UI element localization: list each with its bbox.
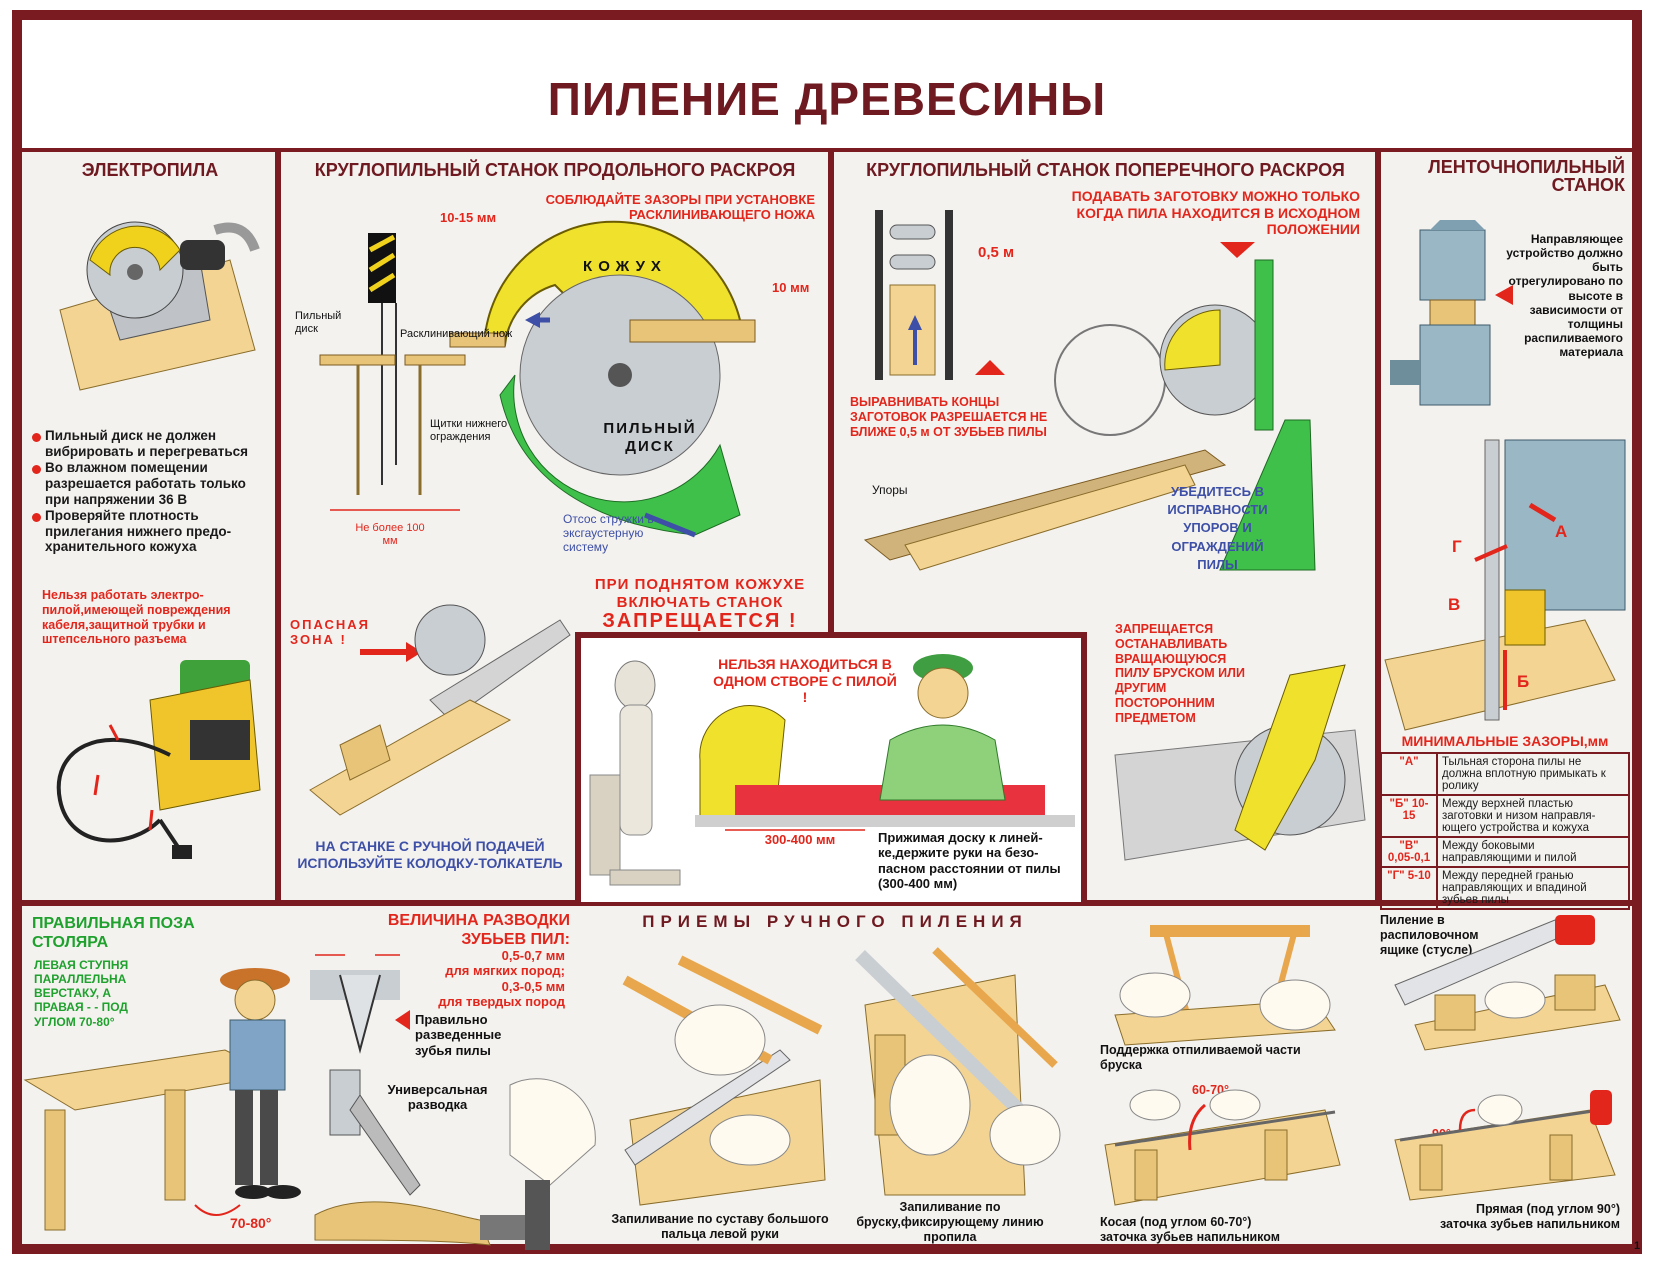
miter-box-illustration	[1394, 915, 1621, 1051]
manual-sharpening-1	[1104, 1089, 1341, 1206]
center-illustration	[589, 654, 1075, 886]
set-soft-value: 0,5-0,7 мм	[501, 948, 565, 963]
gap-key: "Б" 10-15	[1380, 794, 1438, 838]
carpenter-illustration	[23, 968, 301, 1231]
pusher-note: НА СТАНКЕ С РУЧНОЙ ПОДАЧЕЙ ИСПОЛЬЗУЙТЕ К…	[297, 838, 563, 871]
label-shields: Щитки нижнего ограждения	[430, 418, 508, 443]
table-row: "А"Тыльная сторона пилы не должна вплотн…	[1380, 752, 1630, 796]
rip-saw-heading: КРУГЛОПИЛЬНЫЙ СТАНОК ПРОДОЛЬНОГО РАСКРОЯ	[314, 160, 796, 180]
posture-angle: 70-80°	[230, 1215, 272, 1231]
manual-caption-1: Запиливание по суставу большого пальца л…	[611, 1212, 829, 1241]
electrosaw-illustration	[59, 221, 260, 391]
align-note: ВЫРАВНИВАТЬ КОНЦЫ ЗАГОТОВОК РАЗРЕШАЕТСЯ …	[850, 395, 1048, 439]
posture-note: ЛЕВАЯ СТУПНЯ ПАРАЛЛЕЛЬНА ВЕРСТАКУ, А ПРА…	[34, 958, 129, 1029]
gap-text: Между боковыми направляющими и пилой	[1436, 836, 1630, 868]
page-title: ПИЛЕНИЕ ДРЕВЕСИНЫ	[547, 73, 1107, 125]
divider	[828, 150, 834, 638]
gap-key: "В" 0,05-0,1	[1380, 836, 1438, 868]
stop-saw-illustration	[1114, 664, 1366, 861]
manual-sawing-1	[622, 955, 826, 1206]
guard-word: КОЖУХ	[583, 258, 667, 275]
letter-a: А	[1555, 522, 1568, 541]
tool-label: Универсальная разводка	[387, 1082, 488, 1113]
line-note: НЕЛЬЗЯ НАХОДИТЬСЯ В ОДНОМ СТВОРЕ С ПИЛОЙ…	[713, 656, 897, 706]
dim-300-400: 300-400 мм	[764, 832, 836, 847]
manual-sawing-2	[855, 947, 1061, 1196]
posture-heading: ПРАВИЛЬНАЯ ПОЗА СТОЛЯРА	[32, 915, 195, 951]
band-saw-guides	[1384, 439, 1626, 731]
title-bar: ПИЛЕНИЕ ДРЕВЕСИНЫ	[22, 20, 1632, 148]
dim-10: 10 мм	[772, 280, 810, 295]
stops-label: Упоры	[872, 483, 908, 497]
divider	[22, 900, 1632, 906]
raised-guard-note: ПРИ ПОДНЯТОМ КОЖУХЕ ВКЛЮЧАТЬ СТАНОК	[594, 576, 806, 611]
band-guide-note: Направляющее устройство должно быть отре…	[1506, 232, 1623, 360]
cross-saw-diagram	[863, 210, 1316, 571]
divider	[275, 150, 281, 902]
teeth-label: Правильно разведенные зубья пилы	[415, 1012, 502, 1058]
letter-b: Б	[1517, 672, 1530, 691]
rip-saw-gap-note: СОБЛЮДАЙТЕ ЗАЗОРЫ ПРИ УСТАНОВКЕ РАСКЛИНИ…	[545, 192, 815, 223]
divider	[1375, 150, 1381, 902]
manual-sharpening-2	[1394, 1090, 1616, 1201]
chip-note: Отсос стружки в эксгаустерную систему	[563, 512, 654, 555]
stop-forbidden-note: ЗАПРЕЩАЕТСЯ ОСТАНАВЛИВАТЬ ВРАЩАЮЩУЮСЯ ПИ…	[1115, 622, 1245, 725]
manual-caption-2: Запиливание по бруску,фиксирующему линию…	[856, 1200, 1044, 1244]
label-max100: Не более 100 мм	[355, 522, 425, 547]
dim-05: 0,5 м	[978, 244, 1015, 261]
band-saw-heading: ЛЕНТОЧНОПИЛЬНЫЙ СТАНОК	[1428, 157, 1625, 195]
electrosaw-rule: Проверяйте плотность прилегания нижнего …	[32, 508, 272, 556]
hands-note: Прижимая доску к линей-ке,держите руки н…	[878, 830, 1061, 891]
set-heading: ВЕЛИЧИНА РАЗВОДКИ ЗУБЬЕВ ПИЛ:	[387, 912, 570, 948]
check-note: УБЕДИТЕСЬ В ИСПРАВНОСТИ УПОРОВ И ОГРАЖДЕ…	[1167, 484, 1268, 572]
set-teeth-diagram	[310, 954, 410, 1054]
electrosaw-rule: Пильный диск не должен вибрировать и пер…	[32, 428, 272, 460]
electrosaw-cable-illustration	[56, 660, 261, 859]
electrosaw-heading: ЭЛЕКТРОПИЛА	[81, 160, 219, 180]
electrosaw-rule: Во влажном помещении разрешается работат…	[32, 460, 272, 508]
disk-word: ПИЛЬНЫЙ ДИСК	[603, 420, 697, 455]
manual-caption-5: Пиление в распиловочном ящике (стусле)	[1380, 913, 1479, 957]
danger-zone: ОПАСНАЯ ЗОНА !	[290, 617, 371, 648]
feed-note: ПОДАВАТЬ ЗАГОТОВКУ МОЖНО ТОЛЬКО КОГДА ПИ…	[1071, 188, 1360, 238]
label-disk: Пильный диск	[295, 310, 342, 335]
gaps-table: "А"Тыльная сторона пилы не должна вплотн…	[1380, 752, 1630, 910]
electrosaw-warning: Нельзя работать электро-пилой,имеющей по…	[42, 588, 231, 647]
forbidden-note: ЗАПРЕЩАЕТСЯ !	[602, 610, 798, 632]
cross-saw-heading: КРУГЛОПИЛЬНЫЙ СТАНОК ПОПЕРЕЧНОГО РАСКРОЯ	[866, 160, 1345, 180]
set-soft: 0,5-0,7 мм для мягких пород; 0,3-0,5 мм …	[400, 948, 565, 1009]
gaps-heading: МИНИМАЛЬНЫЕ ЗАЗОРЫ,мм	[1401, 733, 1609, 749]
set-tool-illustration	[314, 1069, 596, 1250]
gap-text: Между передней гранью направляющих и впа…	[1436, 866, 1630, 910]
manual-heading: ПРИЕМЫ РУЧНОГО ПИЛЕНИЯ	[642, 912, 1028, 931]
pusher-illustration	[309, 604, 571, 816]
set-hard-value: 0,3-0,5 мм	[501, 978, 565, 994]
gap-text: Между верхней пластью заготовки и низом …	[1436, 794, 1630, 838]
gap-key: "Г" 5-10	[1380, 866, 1438, 910]
set-soft-label: для мягких пород;	[445, 963, 565, 979]
page-number: 1	[1634, 1240, 1641, 1252]
dim-10-15: 10-15 мм	[440, 210, 497, 225]
manual-caption-6: Прямая (под углом 90°) заточка зубьев на…	[1440, 1202, 1620, 1231]
center-box	[575, 632, 1087, 902]
label-knife: Расклинивающий нож	[400, 328, 513, 340]
manual-caption-4: Косая (под углом 60-70°) заточка зубьев …	[1100, 1215, 1280, 1244]
gap-key: "А"	[1380, 752, 1438, 796]
letter-g: Г	[1452, 537, 1462, 556]
divider	[22, 148, 1632, 152]
letter-v: В	[1448, 595, 1461, 614]
rip-saw-diagram	[319, 220, 756, 538]
manual-sawing-3	[1114, 925, 1336, 1046]
gap-text: Тыльная сторона пилы не должна вплотную …	[1436, 752, 1630, 796]
electrosaw-rules: Пильный диск не должен вибрировать и пер…	[32, 428, 272, 555]
set-hard-label: для твердых пород	[438, 993, 565, 1009]
band-saw-machine	[1390, 220, 1513, 406]
manual-caption-3: Поддержка отпиливаемой части бруска	[1100, 1043, 1301, 1072]
